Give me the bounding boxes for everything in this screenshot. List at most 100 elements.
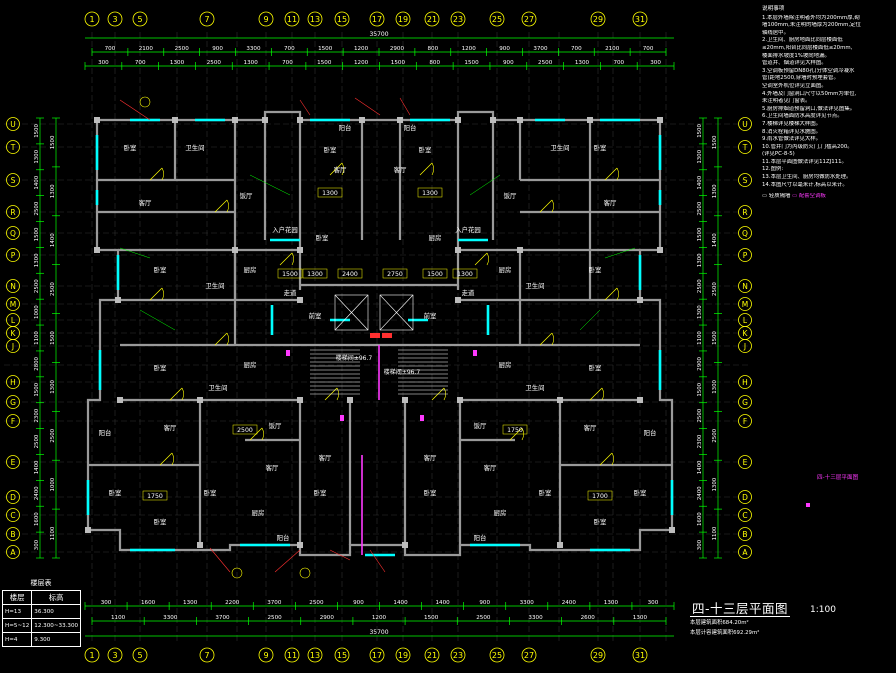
note-line: 11.本层平面图做法详见11ZJ111。 bbox=[762, 158, 847, 165]
note-line: 管)距地2500,穿墙时预埋套管。 bbox=[762, 75, 839, 82]
axis-bubble-label: 5 bbox=[137, 15, 142, 24]
magenta-marker-point[interactable] bbox=[806, 503, 810, 507]
dimension-text: 2800 bbox=[34, 356, 40, 370]
column bbox=[457, 397, 463, 403]
dimension-text: 900 bbox=[499, 46, 510, 52]
dimension-box bbox=[417, 187, 443, 198]
legend-item: ▭ 轻质隔墙 bbox=[762, 193, 793, 200]
axis-bubble-label: E bbox=[11, 458, 16, 467]
axis-bubble bbox=[258, 11, 274, 27]
axis-bubble-label: T bbox=[10, 143, 16, 152]
note-line: 空调室外机位详见立面图。 bbox=[762, 82, 827, 89]
axis-bubble bbox=[6, 455, 20, 469]
room-label: 卧室 bbox=[154, 265, 167, 274]
stair-core bbox=[310, 294, 448, 555]
dimension-text: 1300 bbox=[50, 379, 56, 393]
room-label: 厨房 bbox=[429, 233, 442, 242]
room-label: 卫生间 bbox=[525, 383, 544, 392]
door-leaf bbox=[589, 387, 603, 401]
door-swing bbox=[616, 287, 619, 301]
column bbox=[517, 117, 523, 123]
room-label: 卧室 bbox=[424, 488, 437, 497]
room-label: 卧室 bbox=[314, 488, 327, 497]
room-label: 走道 bbox=[284, 288, 297, 297]
dimension-box bbox=[317, 187, 343, 198]
note-line: 2.卫生间、厨房地面比同层楼面低 bbox=[762, 37, 843, 44]
dimension-text: 1100 bbox=[111, 615, 126, 621]
column bbox=[557, 397, 563, 403]
dimension-text: 800 bbox=[427, 46, 438, 52]
column bbox=[669, 527, 675, 533]
dimension-text: 3700 bbox=[267, 600, 282, 606]
fire-hydrant bbox=[370, 333, 380, 338]
drawing-title: 四-十三层平面图 bbox=[690, 601, 791, 617]
note-line: 4.外墙及门窗洞口尺寸以50mm为单位, bbox=[762, 90, 857, 97]
column bbox=[115, 297, 121, 303]
axis-bubble bbox=[6, 490, 20, 504]
room-label: 阳台 bbox=[404, 123, 417, 132]
dimension-text: 1100 bbox=[712, 526, 718, 540]
plan-dimension-text: 1750 bbox=[147, 493, 163, 500]
column bbox=[262, 117, 268, 123]
dimension-text: 1300 bbox=[697, 253, 703, 267]
dimension-text: 700 bbox=[643, 46, 654, 52]
axis-bubble-label: B bbox=[10, 530, 15, 539]
axis-bubble bbox=[258, 647, 274, 663]
axis-bubble bbox=[738, 248, 752, 262]
dimension-text: 2500 bbox=[697, 408, 703, 422]
door-swing bbox=[161, 287, 164, 301]
note-line: 未注明者见门窗表。 bbox=[762, 98, 811, 105]
column bbox=[85, 527, 91, 533]
axis-bubble bbox=[132, 647, 148, 663]
axis-bubble-label: 3 bbox=[112, 651, 117, 660]
axis-bubble bbox=[738, 490, 752, 504]
elevation-cell: 9.300 bbox=[31, 632, 82, 647]
dimension-text: 2300 bbox=[34, 408, 40, 422]
door-leaf bbox=[329, 162, 343, 176]
dimension-text: 1400 bbox=[697, 460, 703, 474]
column bbox=[359, 117, 365, 123]
axis-bubble-label: J bbox=[11, 342, 14, 351]
dimension-box bbox=[587, 490, 613, 501]
dimension-text: 2500 bbox=[34, 434, 40, 448]
axis-bubble bbox=[489, 647, 505, 663]
axis-bubble bbox=[738, 297, 752, 311]
axis-bubble-label: 29 bbox=[593, 651, 603, 660]
column bbox=[197, 542, 203, 548]
dimension-text: 1300 bbox=[697, 149, 703, 163]
dimension-text: 1500 bbox=[34, 227, 40, 241]
dimension-text: 2900 bbox=[390, 46, 405, 52]
axis-bubble bbox=[107, 647, 123, 663]
dimension-text: 2500 bbox=[697, 279, 703, 293]
column bbox=[402, 397, 408, 403]
room-label: 卧室 bbox=[154, 363, 167, 372]
dimension-text: 1100 bbox=[34, 331, 40, 345]
column bbox=[197, 397, 203, 403]
dimension-text: 2500 bbox=[268, 615, 283, 621]
door-swing bbox=[226, 332, 229, 346]
dimension-text: 1200 bbox=[372, 615, 387, 621]
leader-line bbox=[209, 547, 231, 573]
axis-bubble-label: Q bbox=[742, 229, 748, 238]
dimension-text: 1300 bbox=[170, 60, 185, 66]
axis-bubble bbox=[6, 205, 20, 219]
column bbox=[557, 542, 563, 548]
column bbox=[637, 297, 643, 303]
door-leaf bbox=[214, 199, 228, 213]
axis-bubble-label: F bbox=[743, 417, 747, 426]
axis-bubble-label: 19 bbox=[398, 15, 408, 24]
dimension-text: 300 bbox=[697, 539, 703, 550]
axis-bubble bbox=[450, 647, 466, 663]
elevator-cross bbox=[379, 294, 414, 331]
axis-bubble bbox=[84, 647, 100, 663]
axis-bubble-label: L bbox=[11, 316, 16, 325]
building-walls bbox=[86, 110, 674, 557]
dimension-text: 2900 bbox=[320, 615, 335, 621]
room-label: 厨房 bbox=[499, 360, 512, 369]
axis-bubble-label: U bbox=[10, 120, 16, 129]
